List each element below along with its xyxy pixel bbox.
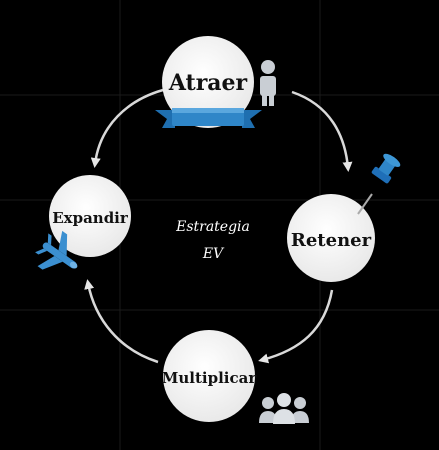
airplane-icon — [35, 230, 78, 270]
person-icon — [260, 60, 276, 106]
node-multiplicar-label: Multiplicar — [162, 369, 258, 387]
arrow-atraer-to-retener — [291, 90, 353, 172]
node-atraer-circle — [162, 36, 254, 128]
node-expandir-circle — [49, 175, 131, 257]
node-atraer-label: Atraer — [168, 70, 248, 96]
group-icon — [259, 393, 309, 424]
cycle-arrows — [84, 88, 353, 364]
node-multiplicar-circle — [163, 330, 255, 422]
pushpin-icon — [357, 153, 401, 215]
node-atraer: Atraer — [155, 36, 276, 128]
node-retener-label: Retener — [291, 230, 372, 251]
arrow-retener-to-multiplicar — [258, 289, 334, 364]
arrow-multiplicar-to-expandir — [84, 279, 159, 364]
node-multiplicar: Multiplicar — [162, 330, 309, 424]
center-title-line1: Estrategia — [175, 219, 250, 235]
ribbon-banner — [155, 108, 262, 128]
center-title: Estrategia EV — [175, 219, 250, 262]
node-retener: Retener — [287, 153, 401, 282]
arrow-expandir-to-atraer — [90, 88, 164, 168]
node-expandir-label: Expandir — [52, 209, 129, 227]
node-retener-circle — [287, 194, 375, 282]
center-title-line2: EV — [202, 246, 225, 262]
node-expandir: Expandir — [35, 175, 131, 270]
